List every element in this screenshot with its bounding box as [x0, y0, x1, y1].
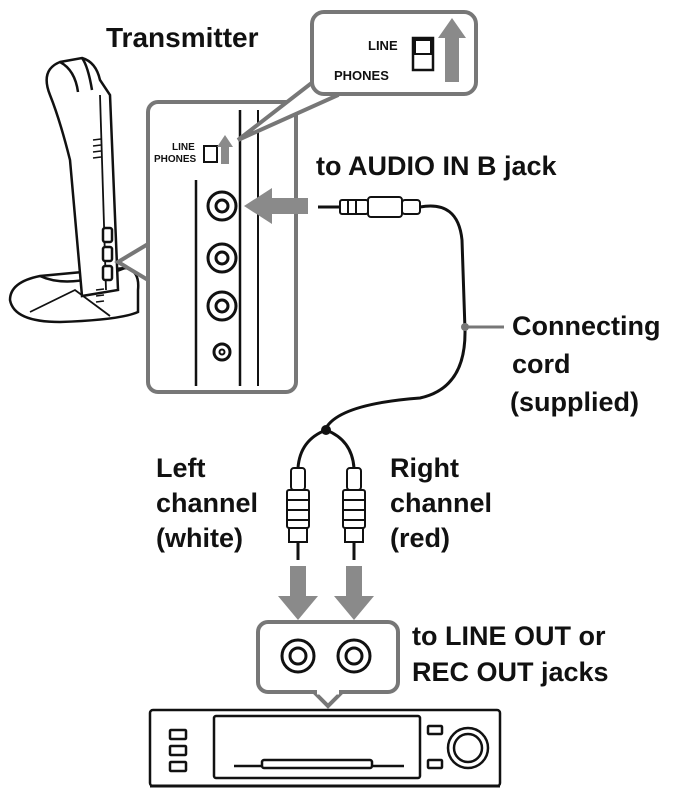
- switch-arrow-small-icon: [217, 135, 233, 164]
- to-line-out-label-line1: to LINE OUT or: [412, 621, 606, 651]
- line-phones-switch: [203, 145, 218, 163]
- to-line-out-label-line2: REC OUT jacks: [412, 657, 609, 687]
- switch-line-label-small: LINE: [172, 142, 195, 153]
- right-channel-label-line3: (red): [390, 523, 450, 553]
- transmitter-label: Transmitter: [106, 22, 259, 53]
- rca-plug-left: [286, 467, 310, 560]
- left-channel-label-line3: (white): [156, 523, 243, 553]
- insert-arrow-icon: [244, 188, 308, 224]
- connecting-cord-label-line2: cord: [512, 349, 571, 379]
- mini-plug: [318, 196, 421, 218]
- left-channel-label-line2: channel: [156, 488, 259, 518]
- switch-line-label-large: LINE: [368, 38, 398, 53]
- cord-leader-dot: [461, 323, 469, 331]
- down-arrow-right-icon: [334, 566, 374, 620]
- y-split-junction: [321, 425, 331, 435]
- panel-jacks: [206, 190, 238, 362]
- right-channel-label-line2: channel: [390, 488, 493, 518]
- left-channel-label-line1: Left: [156, 453, 206, 483]
- connecting-cord-label-line1: Connecting: [512, 311, 661, 341]
- switch-arrow-large-icon: [438, 18, 466, 82]
- to-audio-in-label: to AUDIO IN B jack: [316, 151, 557, 181]
- transmitter-illustration: [8, 56, 140, 324]
- switch-zoom-panel: [310, 10, 478, 96]
- switch-phones-label-large: PHONES: [334, 68, 389, 83]
- audio-source-device: [148, 708, 502, 788]
- right-channel-label-line1: Right: [390, 453, 459, 483]
- connecting-cord-label-line3: (supplied): [510, 387, 639, 417]
- switch-phones-label-small: PHONES: [154, 154, 197, 165]
- rca-plug-right: [342, 467, 366, 560]
- y-split-cord: [296, 428, 356, 469]
- connecting-cord: [324, 204, 467, 429]
- down-arrow-left-icon: [278, 566, 318, 620]
- line-out-jack-panel: [256, 620, 400, 709]
